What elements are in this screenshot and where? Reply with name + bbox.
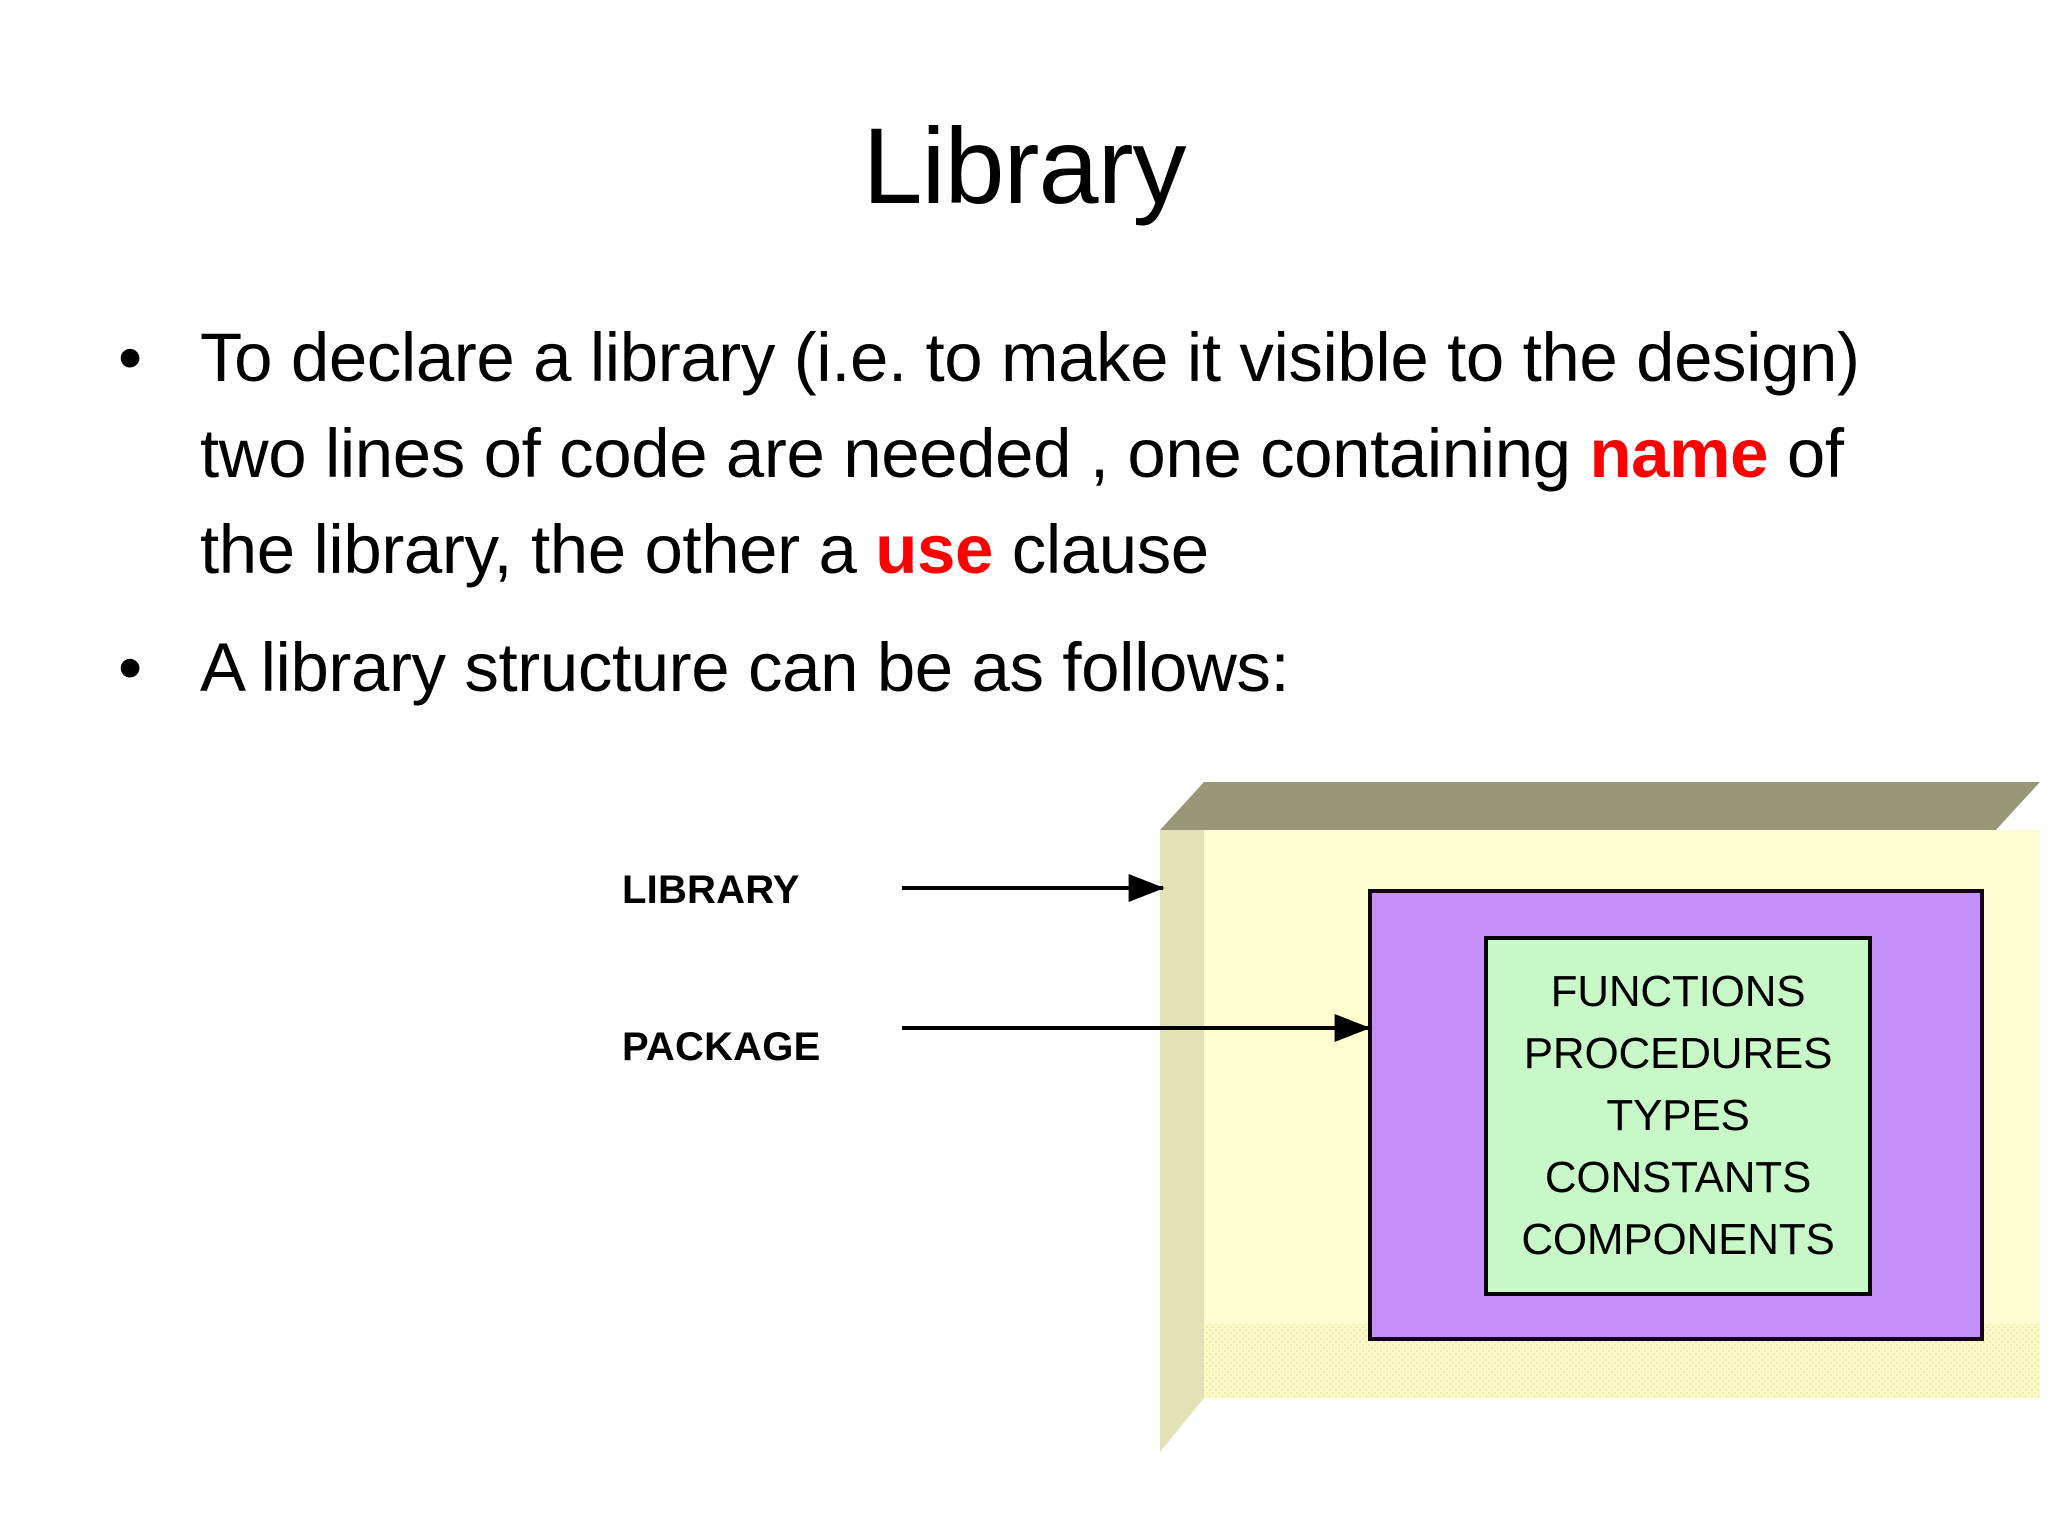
bullet-1-segment-2: of the library, the other a	[200, 415, 1844, 588]
library-box	[1160, 782, 2040, 1452]
bullet-text: A library structure can be as follows:	[200, 629, 1290, 706]
keyword-use: use	[875, 511, 993, 588]
keyword-name: name	[1589, 415, 1769, 492]
bullet-1-segment-0: To declare a library (i.e. to make it vi…	[200, 319, 1860, 492]
bullet-marker-icon: •	[118, 629, 142, 706]
bullet-list: • To declare a library (i.e. to make it …	[112, 310, 1952, 716]
list-item: • To declare a library (i.e. to make it …	[112, 310, 1952, 598]
bullet-1-segment-4: clause	[992, 511, 1209, 588]
callout-label-library: LIBRARY	[622, 868, 800, 912]
bullet-marker-icon: •	[118, 319, 142, 396]
contents-item-functions: FUNCTIONS	[1550, 967, 1806, 1016]
contents-item-procedures: PROCEDURES	[1523, 1029, 1833, 1078]
package-contents-box: FUNCTIONS PROCEDURES TYPES CONSTANTS COM…	[1484, 936, 1872, 1296]
library-box-top-face	[1160, 782, 2040, 830]
library-box-left-face	[1160, 830, 1204, 1452]
bullet-text: To declare a library (i.e. to make it vi…	[200, 310, 1952, 598]
contents-item-types: TYPES	[1606, 1091, 1750, 1140]
contents-item-components: COMPONENTS	[1521, 1215, 1835, 1264]
callout-label-package: PACKAGE	[622, 1025, 821, 1069]
list-item: • A library structure can be as follows:	[112, 620, 1952, 716]
library-box-front-face	[1204, 830, 2040, 1398]
contents-item-constants: CONSTANTS	[1544, 1153, 1812, 1202]
package-box	[1368, 889, 1984, 1341]
library-box-bottom-texture	[1204, 1324, 2040, 1398]
page-title: Library	[862, 105, 1186, 226]
package-contents-list: FUNCTIONS PROCEDURES TYPES CONSTANTS COM…	[1521, 961, 1835, 1271]
